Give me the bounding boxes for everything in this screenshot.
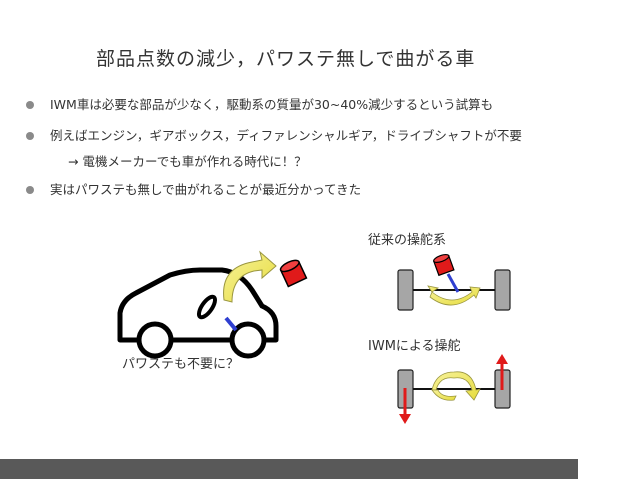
bullet-text: IWM車は必要な部品が少なく，駆動系の質量が30~40%減少するという試算も — [50, 97, 494, 112]
steering-column-icon — [224, 316, 238, 332]
car-illustration — [117, 250, 308, 359]
bullet-text: 実はパワステも無しで曲がれることが最近分かってきた — [50, 182, 362, 197]
bullet-dot — [26, 186, 34, 194]
removal-arrow-icon — [223, 250, 277, 303]
car-body-outline — [117, 267, 279, 343]
rotation-arrow-icon — [431, 371, 481, 401]
bullet-dot — [26, 132, 34, 140]
rotation-arrow-lower-icon — [431, 389, 457, 401]
rotation-arrow-icon — [429, 286, 481, 306]
bullet-dot — [26, 101, 34, 109]
right-tire-icon — [494, 269, 511, 311]
rotation-arrow-tail-icon — [427, 285, 440, 293]
power-steering-unit-icon — [279, 259, 308, 288]
conventional-steering-label: 従来の操舵系 — [368, 233, 447, 248]
steering-wheel-icon — [196, 294, 218, 320]
left-tire-icon — [397, 269, 414, 311]
iwm-steering-diagram — [397, 354, 511, 424]
slide-title: 部品点数の減少，パワステ無しで曲がる車 — [96, 48, 476, 70]
power-steering-motor-icon — [432, 253, 455, 277]
bullet-subline: → 電機メーカーでも車が作れる時代に！？ — [68, 154, 307, 169]
down-force-arrowhead — [399, 414, 411, 424]
conventional-steering-diagram — [397, 253, 511, 311]
up-force-arrowhead — [496, 354, 508, 364]
iwm-steering-label: IWMによる操舵 — [368, 339, 461, 354]
steering-column-icon — [446, 273, 460, 293]
rear-wheel — [136, 321, 174, 359]
footer-bar — [0, 459, 578, 479]
front-wheel — [229, 321, 267, 359]
car-caption: パワステも不要に？ — [122, 357, 240, 372]
bullet-text: 例えばエンジン，ギアボックス，ディファレンシャルギア，ドライブシャフトが不要 — [50, 128, 522, 143]
